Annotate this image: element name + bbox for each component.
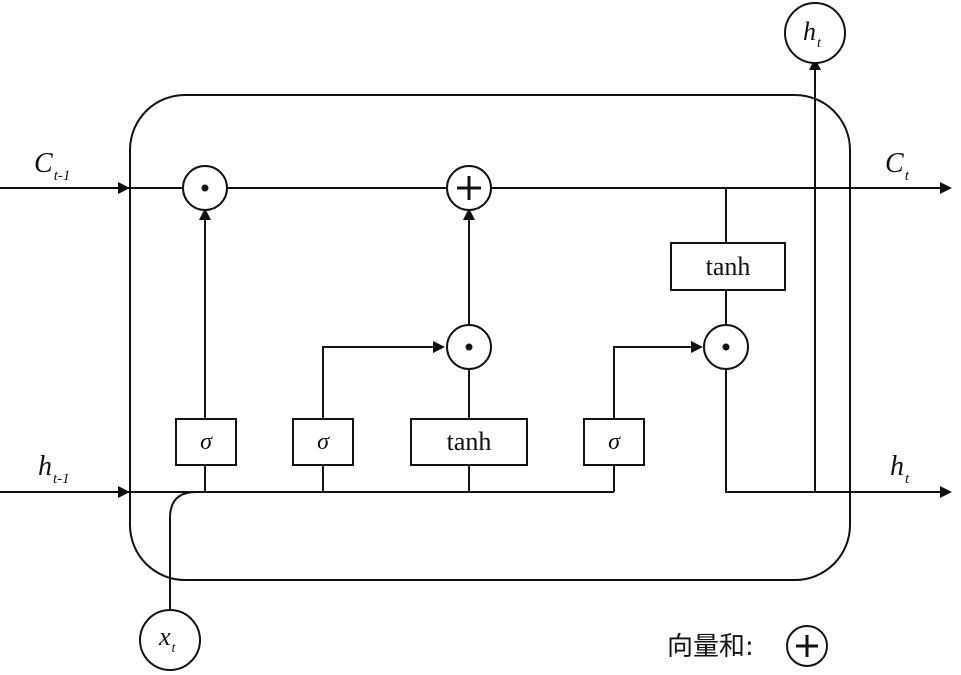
x-input-line bbox=[169, 491, 197, 618]
candidate-box bbox=[410, 418, 528, 466]
h-out-label: ht bbox=[890, 451, 910, 487]
output-hidden-line bbox=[725, 369, 952, 498]
legend-label: 向量和: bbox=[667, 632, 754, 662]
candidate-label: tanh bbox=[447, 427, 492, 456]
forget-multiply-op bbox=[182, 165, 228, 211]
x-input-node bbox=[139, 609, 201, 671]
forget-gate-label: σ bbox=[200, 429, 213, 455]
input-gate-box bbox=[292, 418, 354, 466]
forget-gate-box bbox=[175, 418, 237, 466]
output-multiply-op bbox=[703, 324, 749, 370]
cell-boundary bbox=[129, 94, 851, 581]
output-gate-arrow bbox=[613, 341, 703, 419]
c-prev-label: Ct-1 bbox=[34, 148, 70, 184]
cell-tanh-label: tanh bbox=[706, 252, 751, 281]
input-gate-label: σ bbox=[317, 429, 330, 455]
cell-tanh-box bbox=[670, 242, 786, 291]
add-op bbox=[446, 165, 492, 211]
c-out-label: Ct bbox=[885, 148, 910, 184]
output-gate-box bbox=[583, 418, 645, 466]
h-top-node bbox=[784, 2, 846, 64]
x-input-label: xt bbox=[158, 622, 177, 656]
h-prev-label: ht-1 bbox=[38, 451, 70, 487]
output-gate-label: σ bbox=[608, 429, 621, 455]
input-gate-arrow bbox=[322, 341, 445, 419]
legend-add-symbol bbox=[786, 625, 828, 667]
h-top-label: ht bbox=[803, 17, 822, 51]
input-multiply-op bbox=[446, 324, 492, 370]
